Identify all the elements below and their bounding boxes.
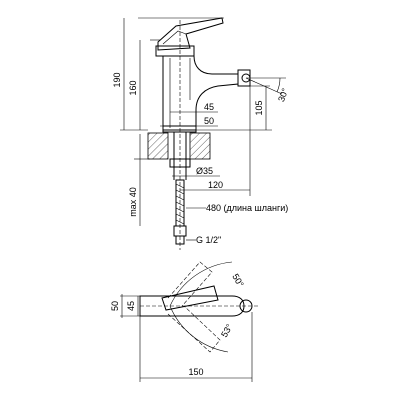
countertop-right (189, 132, 211, 160)
angle-arc-50 (169, 261, 233, 307)
base-ring (162, 125, 197, 133)
countertop-left (147, 132, 169, 160)
dim-max40: max 40 (128, 187, 138, 217)
cartridge-cap (155, 45, 195, 57)
angle-arc-53 (169, 305, 229, 353)
top-view: 50° 53° 50 45 150 (110, 261, 258, 382)
dim-30deg: 30° (276, 86, 290, 103)
handle-position-left (167, 261, 213, 307)
dim-160: 160 (128, 80, 138, 95)
faucet-body (162, 55, 239, 131)
dim-480: 480 (длина шланги) (206, 203, 288, 213)
dim-top45: 45 (126, 301, 136, 311)
dim-120: 120 (208, 180, 223, 190)
dim-150: 150 (188, 367, 203, 377)
dim-d35: Ø35 (196, 166, 213, 176)
dim-50deg: 50° (230, 272, 246, 289)
dim-thread: G 1/2" (196, 235, 221, 245)
front-view: 190 160 105 30° 45 50 Ø35 120 max 40 480… (112, 17, 290, 250)
angle-arc (276, 77, 281, 93)
dim-190: 190 (112, 72, 122, 87)
dim-50: 50 (204, 116, 214, 126)
handle-detail (162, 30, 187, 45)
hose-connector (175, 235, 185, 245)
dim-53deg: 53° (219, 322, 235, 339)
dim-top50: 50 (110, 301, 120, 311)
handle-lever (157, 17, 224, 51)
dim-105: 105 (254, 100, 264, 115)
handle-position-right (167, 305, 221, 353)
body-inner-line (169, 58, 191, 128)
hose-braid (175, 183, 185, 225)
handle-neutral (161, 285, 219, 311)
angle-ray (245, 77, 283, 95)
dim-45: 45 (204, 102, 214, 112)
